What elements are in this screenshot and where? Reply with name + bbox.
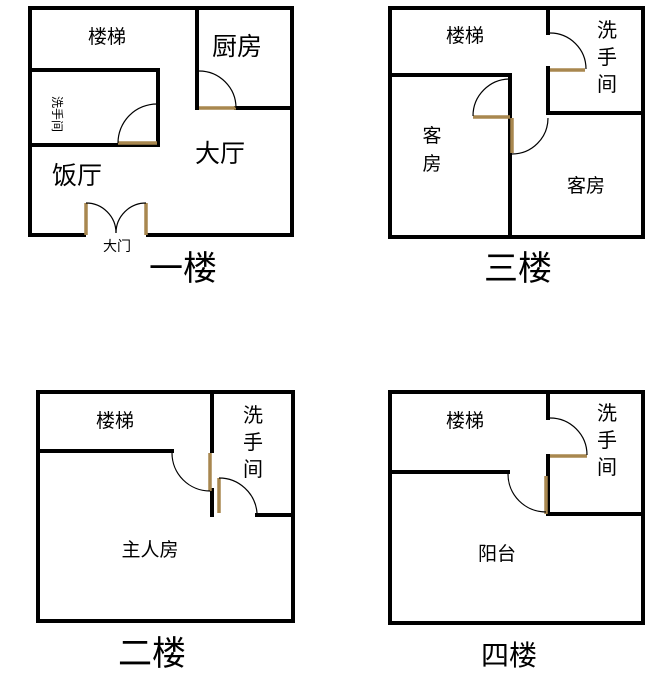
floor-4-stairs-label: 楼梯 <box>446 410 484 432</box>
floor-1-bathroom-label: 洗手间 <box>50 96 64 132</box>
floor-2-master-bedroom-label: 主人房 <box>121 539 178 561</box>
floor-1-main-door-swing-right <box>115 202 147 234</box>
floor-4-bathroom-label-1: 洗 <box>597 401 617 425</box>
floor-3-guest-room-left-label-2: 房 <box>422 153 441 175</box>
floor-4-balcony-label: 阳台 <box>478 543 516 565</box>
floor-3-bathroom-door-swing <box>549 32 587 70</box>
floor-4-bathroom-door-swing <box>549 417 588 456</box>
floor-1-living-room-label: 大厅 <box>195 139 245 168</box>
floor-3-bathroom-label-2: 手 <box>597 45 617 69</box>
floor-2-bathroom-door-swing <box>218 477 258 514</box>
floor-2-title: 二楼 <box>118 634 186 674</box>
floor-3-bathroom-label-3: 间 <box>597 72 617 96</box>
floor-3-guest-room-right-label: 客房 <box>567 175 605 197</box>
floor-2-plan: 楼梯 洗 手 间 主人房 二楼 <box>36 390 295 674</box>
floor-4-title: 四楼 <box>481 639 537 672</box>
floor-1-title: 一楼 <box>149 249 217 289</box>
floor-3-title: 三楼 <box>484 249 552 289</box>
floor-1-main-door-label: 大门 <box>103 239 131 255</box>
floor-1-plan: 楼梯 厨房 洗手间 大厅 饭厅 大门 一楼 <box>28 6 294 289</box>
floor-1-main-door-swing-left <box>85 202 117 234</box>
floor-2-bathroom-label-2: 手 <box>243 430 263 454</box>
floor-3-bathroom-label-1: 洗 <box>597 18 617 42</box>
floor-3-guest-room-right-door-swing <box>511 117 549 155</box>
floor-1-bathroom-door-swing <box>117 103 158 144</box>
floor-1-kitchen-label: 厨房 <box>212 32 262 61</box>
floor-3-guest-room-left-label-1: 客 <box>422 125 441 147</box>
floor-2-bathroom-label-3: 间 <box>243 457 263 481</box>
floor-4-bathroom-label-2: 手 <box>597 428 617 452</box>
floor-3-stairs-label: 楼梯 <box>446 25 484 47</box>
floor-1-kitchen-door-swing <box>198 70 237 109</box>
floor-4-plan: 楼梯 洗 手 间 阳台 四楼 <box>388 390 645 672</box>
floor-2-bathroom-label-1: 洗 <box>243 403 263 427</box>
floor-4-bathroom-label-3: 间 <box>597 455 617 479</box>
floor-4-balcony-door-swing <box>507 473 547 513</box>
floor-1-dining-room-label: 饭厅 <box>52 161 102 190</box>
floor-2-stairs-label: 楼梯 <box>96 410 134 432</box>
floor-3-plan: 楼梯 洗 手 间 客 房 客房 三楼 <box>388 6 645 289</box>
floor-1-stairs-label: 楼梯 <box>88 26 126 48</box>
floor-3-guest-room-left-door-swing <box>472 78 511 117</box>
floor-2-master-bedroom-door-swing <box>171 452 211 492</box>
